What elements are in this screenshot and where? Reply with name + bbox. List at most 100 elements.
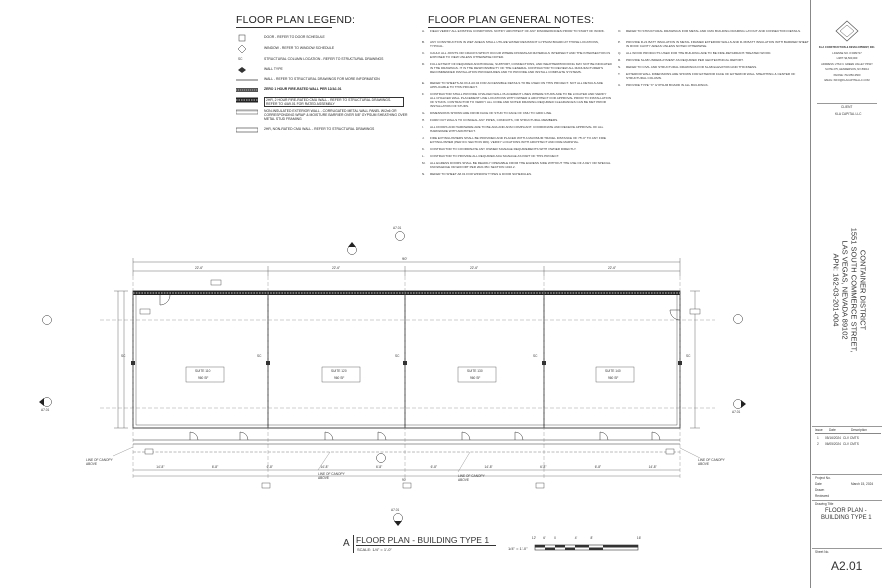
tb-rule [812, 474, 882, 475]
note-item: T. EXTERIOR WALL DIMENSIONS ARE SHOWN FOR… [618, 72, 810, 81]
notes-title-underline [428, 27, 560, 28]
note-key: G. [422, 110, 426, 115]
note-key: S. [618, 65, 621, 70]
sheet-no-label: Sheet No. [815, 550, 830, 554]
note-text: FIRE EXTINGUISHERS SHALL BE PROVIDED AND… [430, 135, 606, 144]
issue-head-date: Date [829, 428, 836, 432]
legend-text: WALL - REFER TO STRUCTURAL DRAWINGS FOR … [264, 77, 380, 81]
legend-text: 2HR, NON-RATED CMU WALL - REFER TO STRUC… [264, 127, 375, 131]
note-text: EXTERIOR WALL DIMENSIONS ARE SHOWN FOR E… [626, 72, 796, 81]
note-item: J. FIRE EXTINGUISHERS SHALL BE PROVIDED A… [422, 135, 612, 145]
date-label: Date [815, 482, 822, 486]
suite-name: SUITE 140 [605, 369, 621, 373]
note-text: FURR OUT WALLS TO CONCEAL ANY PIPES, CON… [430, 117, 559, 122]
bottom-dim: 6'-8" [594, 465, 602, 469]
note-key: O. [618, 29, 622, 33]
suite-area: 960 SF [470, 376, 481, 380]
drawing-title-label: Drawing Title [815, 502, 834, 506]
note-text: REFER TO SHEETS A0.03 & A0.04 FOR ACCESS… [430, 80, 603, 89]
issue-row-desc: CLV CMTS [843, 442, 859, 446]
note-key: N. [422, 172, 426, 176]
project-address-1: 1551 SOUTH COMMERCE STREET, [849, 227, 859, 353]
overall-dim-bottom: 90' [402, 478, 407, 482]
issue-row-num: 1 [817, 436, 819, 440]
bottom-dim: 14'-8" [156, 465, 165, 469]
legend-row-2hr-cmu: 2HR, 2 HOUR FIRE-RATED CMU WALL - REFER … [236, 96, 416, 107]
legend-title: FLOOR PLAN LEGEND: [236, 14, 356, 26]
section-tag: A7.01 [393, 226, 402, 230]
project-address-2: LAS VEGAS, NEVADA 89102 [840, 240, 850, 340]
two-hour-cmu-wall-icon [236, 97, 258, 103]
legend-row-structural-column: SC STRUCTURAL COLUMN LOCATION - REFER TO… [236, 56, 416, 65]
note-key: M. [422, 161, 426, 165]
note-item: D. FULL EXTENT OF REQUIRED ANCHORAGE, SUP… [422, 62, 612, 79]
note-text: REFER TO STRUCTURAL DRAWINGS FOR METAL A… [626, 29, 801, 33]
note-key: T. [618, 72, 621, 77]
note-text: ALL EGRESS DOORS SHALL BE READILY OPENAB… [430, 161, 611, 169]
note-text: ANY CONSTRUCTION IN WET AREAS SHALL UTIL… [430, 40, 599, 48]
project-no-label: Project No. [815, 476, 831, 480]
view-letter: A [343, 538, 350, 549]
view-scale: SCALE: 1/4" = 1'-0" [357, 547, 392, 552]
note-key: L. [422, 153, 425, 158]
bottom-dim: 14'-8" [484, 465, 493, 469]
wall-type-tag-icon [238, 67, 246, 73]
view-title-divider [353, 535, 354, 553]
canopy-label-right: LINE OF CANOPY ABOVE [698, 458, 725, 467]
note-item: Q.ALL WOOD PRODUCTS USED FOR THE BUILDIN… [618, 51, 810, 56]
note-text: PROVIDE SLAB UNDERLAYMENT AS REQUIRED PE… [626, 58, 744, 63]
note-text: CONTRACTOR TO PROVIDE ALL REQUIRED ADA S… [430, 153, 560, 158]
issue-head-issue: Issue [815, 428, 823, 432]
note-key: J. [422, 135, 425, 140]
exterior-wall-icon [236, 109, 258, 115]
column-tag: SC [533, 354, 538, 358]
legend-title-underline [236, 27, 332, 28]
client-label: CLIENT [841, 105, 853, 109]
bay-dim-3: 22'-6" [470, 266, 479, 270]
issue-row-date: 05/16/2024 [825, 436, 841, 440]
column-tag: SC [257, 354, 262, 358]
scale-tick-label: 0 [554, 536, 556, 540]
note-text: FULL EXTENT OF REQUIRED ANCHORAGE, SUPPO… [430, 62, 612, 74]
note-item: M. ALL EGRESS DOORS SHALL BE READILY OPEN… [422, 161, 612, 170]
bottom-dim: 6'-8" [540, 465, 547, 469]
note-key: E. [422, 80, 425, 85]
non-rated-cmu-wall-icon [236, 127, 258, 133]
scale-tick-label: 8' [590, 536, 593, 540]
sheet-number: A2.01 [831, 559, 863, 573]
tb-rule [812, 500, 882, 501]
scale-tick-label: 12' [531, 536, 537, 540]
legend-text: NON-INSULATED EXTERIOR WALL - CORRUGATED… [264, 109, 408, 121]
suite-name: SUITE 120 [331, 369, 347, 373]
scale-tick-label: 4' [574, 536, 578, 540]
tb-rule [812, 548, 882, 549]
drawn-label: Drawn [815, 488, 825, 492]
note-item: N. REFER TO SHEET A8.01 FOR WINDOW TYPES … [422, 172, 612, 177]
issue-row-date: 06/05/2024 [825, 442, 841, 446]
wall-line-icon [236, 79, 258, 81]
note-item: R. PROVIDE SLAB UNDERLAYMENT AS REQUIRED … [618, 58, 810, 63]
note-key: I. [422, 124, 424, 129]
note-text: REFER TO SHEET A8.01 FOR WINDOW TYPES & … [430, 172, 532, 176]
firm-line: KLA CONSTRUCTION & DEVELOPMENT, INC. [818, 46, 876, 49]
legend-text: WALL TYPE [264, 67, 283, 71]
note-key: R. [618, 58, 622, 63]
scale-tick-label: 6' [543, 536, 546, 540]
graphic-scale-label: 1/4" = 1'-0" [508, 546, 528, 551]
legend-row-wall-type: WALL TYPE [236, 66, 416, 75]
canopy-label-mid-1: LINE OF CANOPY ABOVE [318, 472, 345, 481]
note-key: B. [422, 40, 425, 44]
notes-column-1: A.FIELD VERIFY ALL EXISTING CONDITIONS. … [422, 29, 612, 200]
note-key: D. [422, 62, 426, 66]
project-name-vertical: CONTAINER DISTRICT 1551 SOUTH COMMERCE S… [811, 180, 882, 400]
legend-row-non-rated-cmu: 2HR, NON-RATED CMU WALL - REFER TO STRUC… [236, 126, 416, 135]
note-item: C.CAULK ALL JOINTS OR CRACKS WHICH OCCUR… [422, 51, 612, 60]
client-name: KLA CAPITAL LLC [835, 112, 862, 116]
legend-text: 2HR, 2 HOUR FIRE-RATED CMU WALL - REFER … [264, 97, 404, 107]
note-key: F. [422, 91, 425, 96]
title-block: KLA CONSTRUCTION & DEVELOPMENT, INC.LICE… [810, 0, 882, 588]
note-item: H.FURR OUT WALLS TO CONCEAL ANY PIPES, C… [422, 117, 612, 123]
issue-head-rule [815, 433, 881, 434]
firm-line: EMAIL: INFO@KLACAPITALLLC.COM [824, 79, 870, 82]
issue-head-desc: Description [851, 428, 867, 432]
